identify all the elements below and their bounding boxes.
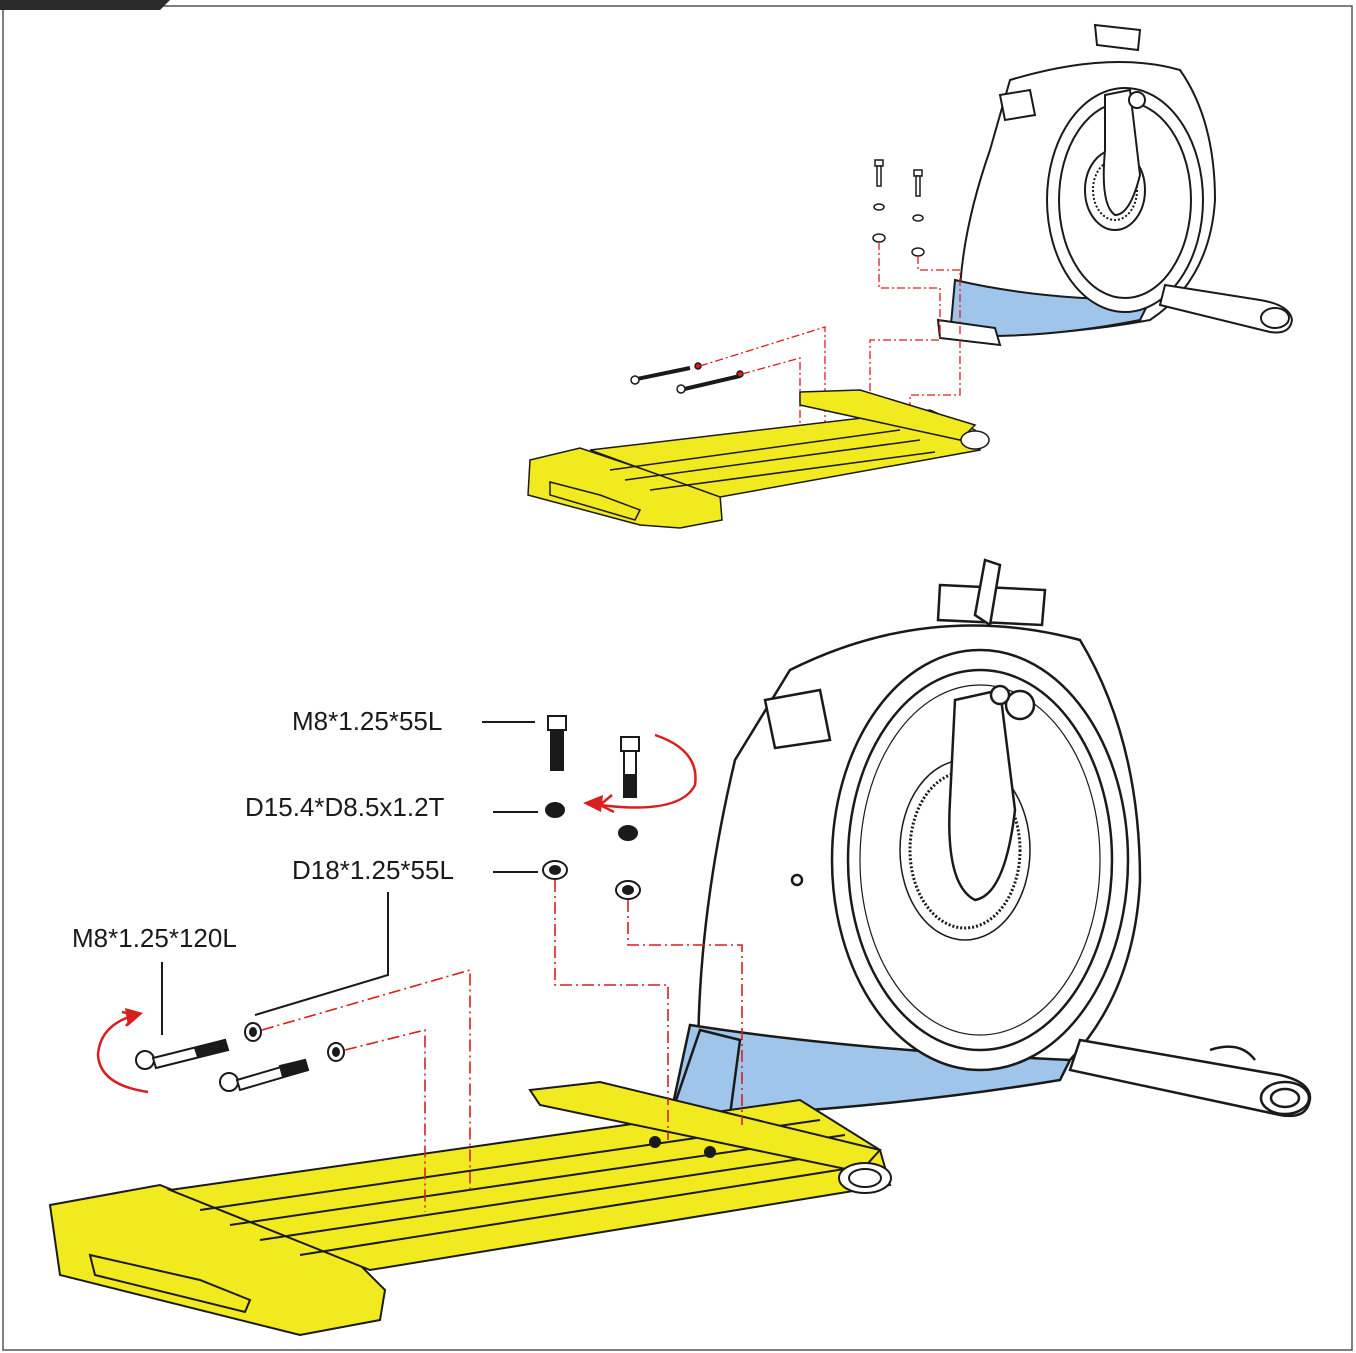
bolt-icon — [547, 715, 567, 771]
guide-lines — [261, 880, 743, 1212]
bolt-icon — [876, 165, 882, 187]
bolt-icon — [915, 175, 921, 197]
washer-icon — [911, 247, 925, 257]
top-stabilizer — [527, 389, 990, 529]
hardware — [135, 715, 641, 1092]
leader-lines — [161, 721, 538, 1035]
washer-icon — [545, 802, 565, 818]
page-border — [2, 5, 1353, 1351]
bolt-icon — [874, 159, 884, 167]
washer-icon — [872, 233, 886, 243]
front-stabilizer — [48, 1080, 892, 1337]
washer-icon — [912, 214, 924, 222]
bolt-icon — [135, 1038, 230, 1070]
label-bolt-55: M8*1.25*55L — [292, 706, 443, 736]
top-bolts — [630, 159, 925, 394]
bolt-icon — [913, 169, 923, 177]
top-main-frame — [936, 23, 1294, 347]
arrow-head — [125, 1008, 143, 1026]
top-assembly — [527, 23, 1294, 529]
arrow-head — [583, 795, 603, 812]
rotate-arrow-icon — [96, 733, 697, 1094]
label-washer-large: D18*1.25*55L — [292, 855, 454, 885]
bolt-icon — [219, 1058, 310, 1092]
header-tab — [0, 0, 170, 10]
label-washer-small: D15.4*D8.5x1.2T — [245, 792, 445, 822]
bottom-assembly — [48, 558, 1312, 1337]
label-bolt-120: M8*1.25*120L — [72, 923, 237, 953]
washer-icon — [618, 825, 638, 841]
bolt-icon — [620, 736, 640, 798]
elliptical-main-frame — [653, 558, 1312, 1142]
washer-icon — [873, 203, 885, 211]
